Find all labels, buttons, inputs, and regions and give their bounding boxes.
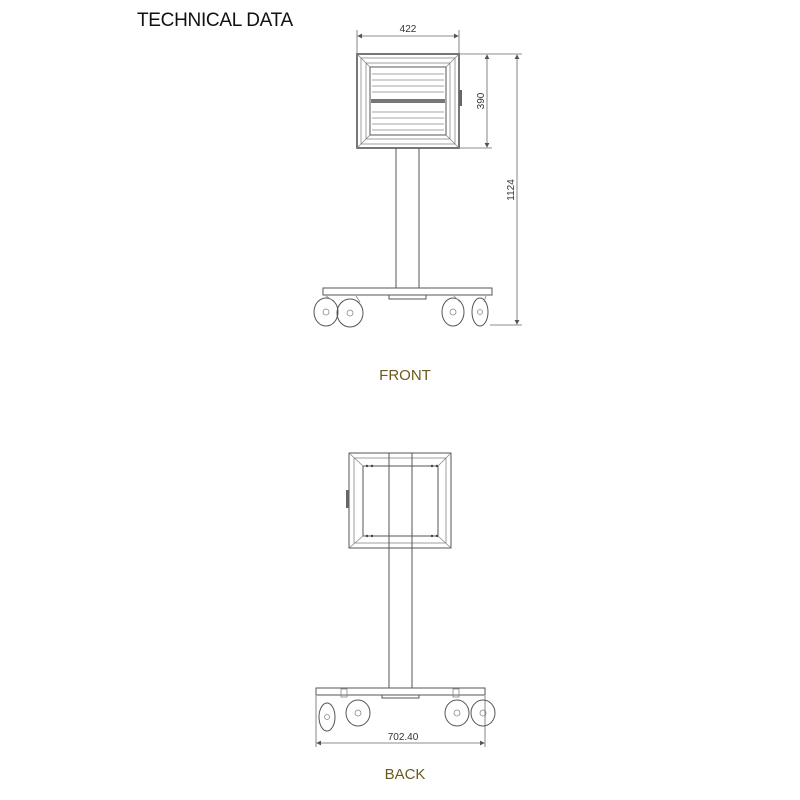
dim-base-width-label: 702.40 bbox=[388, 732, 419, 743]
back-view-label: BACK bbox=[385, 766, 426, 783]
back-view: 702.40 BACK bbox=[315, 452, 496, 783]
front-view-label: FRONT bbox=[379, 367, 431, 384]
dim-heater-height-label: 390 bbox=[476, 92, 487, 109]
heater-front bbox=[356, 53, 462, 149]
dimension-total-height: 1124 bbox=[490, 53, 522, 326]
dimension-heater-height: 390 bbox=[459, 53, 492, 149]
casters-front bbox=[313, 295, 489, 328]
front-view: 422 390 1124 FRONT bbox=[313, 24, 522, 384]
dim-total-height-label: 1124 bbox=[506, 179, 517, 201]
dimension-width: 422 bbox=[356, 24, 460, 54]
base-front bbox=[322, 287, 493, 300]
dim-width-label: 422 bbox=[400, 24, 417, 35]
heater-back bbox=[346, 452, 452, 549]
pole-front bbox=[395, 147, 420, 289]
base-back bbox=[315, 687, 486, 699]
casters-back bbox=[318, 699, 496, 732]
page-title: TECHNICAL DATA bbox=[137, 10, 293, 31]
dimension-base-width: 702.40 bbox=[315, 696, 486, 747]
pole-back bbox=[388, 452, 413, 689]
